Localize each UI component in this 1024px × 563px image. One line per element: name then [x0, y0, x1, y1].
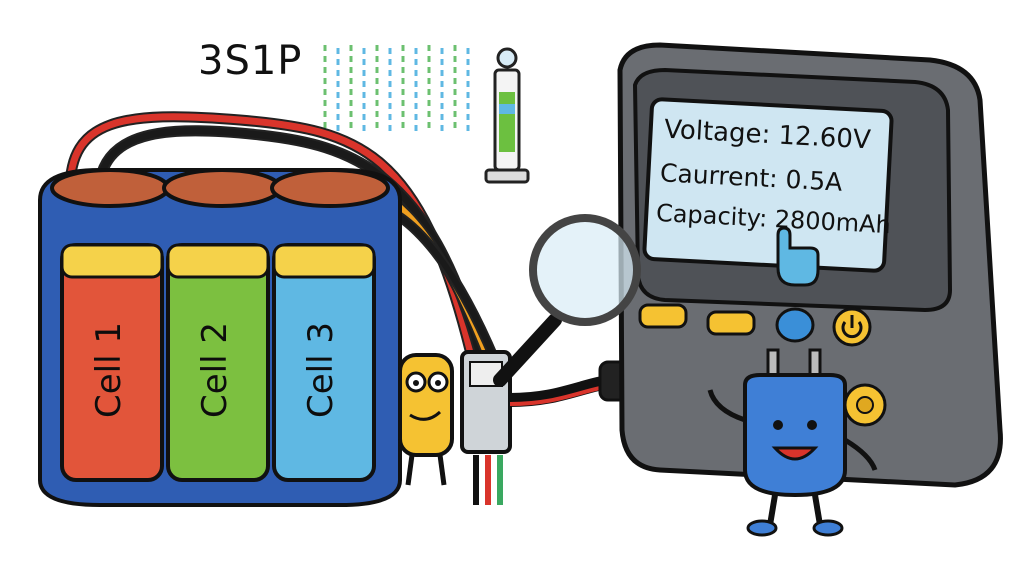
yellow-mascot [398, 353, 454, 486]
hand-pointer-icon [776, 226, 820, 287]
plug-mascot [707, 348, 878, 537]
dashed-lines-decoration [323, 45, 470, 132]
battery-pack [38, 168, 402, 507]
meter-buttons [638, 303, 815, 343]
meter-knob [843, 383, 887, 427]
cell-3-label: Cell 3 [301, 322, 341, 418]
level-gauge-icon [484, 47, 530, 184]
cell-1-label: Cell 1 [89, 322, 129, 418]
cell-2-label: Cell 2 [195, 322, 235, 418]
magnifying-glass-icon [493, 214, 641, 387]
battery-wires [64, 111, 500, 365]
power-button-icon [832, 307, 872, 347]
config-label: 3S1P [198, 38, 303, 84]
